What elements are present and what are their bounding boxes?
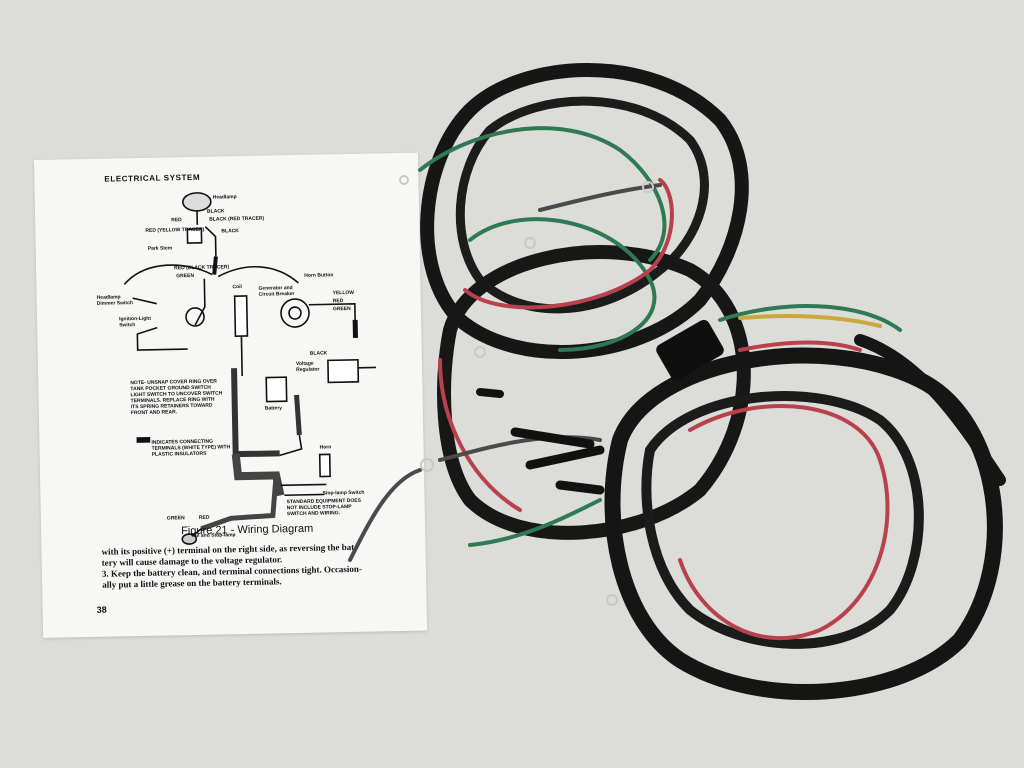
junction-block xyxy=(656,319,724,381)
ring-terminal xyxy=(474,346,486,358)
harness-loop-upper xyxy=(420,63,749,359)
ring-terminal xyxy=(642,181,654,193)
red-wire xyxy=(463,178,674,310)
gray-wire xyxy=(538,183,662,212)
red-wire xyxy=(678,404,890,641)
heat-shrink-tube xyxy=(525,445,605,470)
harness-tail xyxy=(854,334,1006,486)
ring-terminal xyxy=(524,237,536,249)
green-wire xyxy=(718,304,902,332)
ring-terminal xyxy=(606,594,618,606)
heat-shrink-tube xyxy=(476,388,504,398)
ring-terminal xyxy=(420,458,434,472)
green-wire xyxy=(468,498,602,547)
harness-loop-middle xyxy=(437,245,751,540)
ring-terminal xyxy=(399,175,409,185)
harness-loop-upper-inner xyxy=(455,96,709,314)
gray-wire xyxy=(348,468,422,562)
heat-shrink-tube xyxy=(555,480,605,495)
red-wire xyxy=(738,340,862,352)
harness-loop-right xyxy=(604,347,1003,700)
red-wire xyxy=(438,358,522,512)
harness-loop-right-inner xyxy=(641,391,924,649)
wiring-diagram-drawing xyxy=(123,192,377,545)
yellow-wire xyxy=(738,314,882,328)
green-wire xyxy=(418,126,667,262)
wiring-diagram-page: ELECTRICAL SYSTEM xyxy=(34,152,428,638)
heat-shrink-tube xyxy=(510,427,595,449)
